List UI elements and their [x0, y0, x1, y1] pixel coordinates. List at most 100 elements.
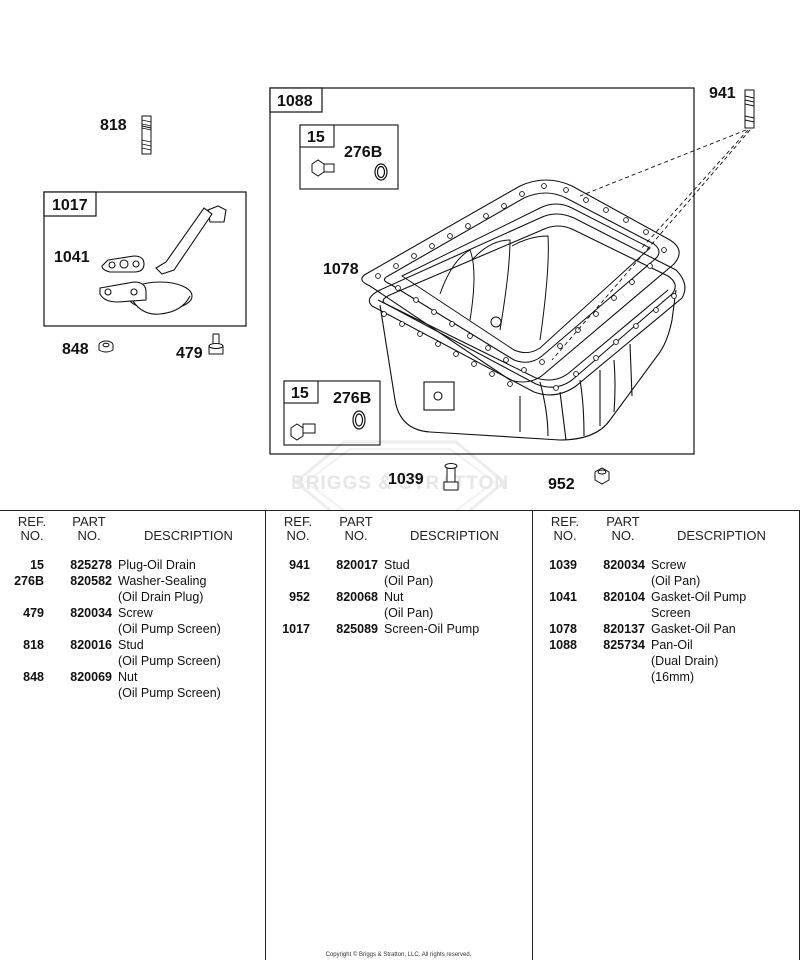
bolt-hole: [647, 263, 653, 269]
sealing-washer-bottom[interactable]: [352, 410, 366, 430]
table-row[interactable]: 848 820069 Nut (Oil Pump Screen): [0, 669, 265, 701]
bolt-hole: [553, 385, 559, 391]
part-818-stud[interactable]: [141, 115, 152, 155]
callout-1039[interactable]: 1039: [388, 471, 424, 488]
ref-number: 15: [30, 558, 44, 572]
part-description: (Oil Pump Screen): [118, 654, 221, 668]
stud-leader-lines: [551, 129, 751, 361]
part-description: Screw: [118, 606, 153, 620]
part-description: Screen: [651, 606, 691, 620]
bolt-hole: [593, 355, 599, 361]
bolt-hole: [541, 183, 547, 189]
callout-952[interactable]: 952: [548, 476, 575, 493]
bolt-hole: [411, 253, 417, 259]
part-number: 820069: [70, 670, 112, 684]
callout-276b-bottom[interactable]: 276B: [333, 390, 371, 407]
bolt-hole: [603, 207, 609, 213]
callout-1078[interactable]: 1078: [323, 261, 359, 278]
part-description: (Oil Pump Screen): [118, 622, 221, 636]
part-description: Nut: [384, 590, 404, 604]
part-description: Stud: [384, 558, 410, 572]
part-1088-box: [269, 87, 695, 455]
drain-plug-bottom[interactable]: [290, 423, 316, 441]
bolt-hole: [611, 295, 617, 301]
part-description: Pan-Oil: [651, 638, 693, 652]
callout-848[interactable]: 848: [62, 341, 89, 358]
oil-pan-gasket[interactable]: [361, 179, 680, 383]
bolt-hole: [413, 297, 419, 303]
part-number: 825278: [70, 558, 112, 572]
part-description: Nut: [118, 670, 138, 684]
ref-number: 952: [289, 590, 310, 604]
drain-plug-top[interactable]: [311, 159, 335, 177]
callout-15-bottom[interactable]: 15: [291, 385, 309, 402]
bolt-hole: [557, 343, 563, 349]
sealing-washer-top[interactable]: [374, 163, 388, 181]
part-1039-screw[interactable]: [443, 463, 459, 491]
header-description: DESCRIPTION: [144, 528, 233, 543]
part-description: (Dual Drain): [651, 654, 719, 668]
callout-1017[interactable]: 1017: [52, 197, 88, 214]
part-1041-gasket[interactable]: [101, 255, 145, 273]
part-1017-box: [43, 191, 247, 327]
bolt-hole: [449, 321, 455, 327]
callout-479[interactable]: 479: [176, 345, 203, 362]
callout-941[interactable]: 941: [709, 85, 736, 102]
part-941-stud[interactable]: [744, 89, 755, 129]
part-number: 820137: [603, 622, 645, 636]
part-number: 820068: [336, 590, 378, 604]
part-number: 820016: [70, 638, 112, 652]
bolt-hole: [501, 203, 507, 209]
bolt-hole: [465, 223, 471, 229]
bolt-hole: [633, 323, 639, 329]
oil-pickup-screen[interactable]: [99, 205, 227, 315]
bolt-hole: [563, 187, 569, 193]
oil-pan[interactable]: [368, 213, 686, 441]
bolt-hole: [435, 341, 441, 347]
ref-number: 1039: [549, 558, 577, 572]
part-description: (Oil Drain Plug): [118, 590, 204, 604]
callout-818[interactable]: 818: [100, 117, 127, 134]
part-number: 820582: [70, 574, 112, 588]
bolt-hole: [375, 273, 381, 279]
part-description: (Oil Pump Screen): [118, 686, 221, 700]
part-description: (Oil Pan): [384, 574, 434, 588]
bolt-hole: [519, 191, 525, 197]
ref-number: 1088: [549, 638, 577, 652]
gasket-bolt-holes: [375, 183, 677, 391]
part-479-screw[interactable]: [208, 333, 224, 355]
bolt-hole: [593, 311, 599, 317]
ref-number: 1017: [282, 622, 310, 636]
part-description: Gasket-Oil Pump: [651, 590, 747, 604]
part-description: (16mm): [651, 670, 695, 684]
bolt-hole: [583, 197, 589, 203]
part-848-nut[interactable]: [98, 340, 114, 353]
callout-15-top[interactable]: 15: [307, 129, 325, 146]
drain-plug-inset-top: [299, 124, 399, 190]
callout-1041[interactable]: 1041: [54, 249, 90, 266]
callout-1088[interactable]: 1088: [277, 93, 313, 110]
callout-276b-top[interactable]: 276B: [344, 144, 382, 161]
part-description: Stud: [118, 638, 144, 652]
header-ref-no: REF.NO.: [550, 514, 580, 543]
part-952-nut[interactable]: [594, 467, 610, 485]
exploded-parts-diagram: BRIGGS & STRATTON 818 1017 1041 848: [43, 85, 755, 510]
bolt-hole: [395, 285, 401, 291]
ref-number: 848: [23, 670, 44, 684]
